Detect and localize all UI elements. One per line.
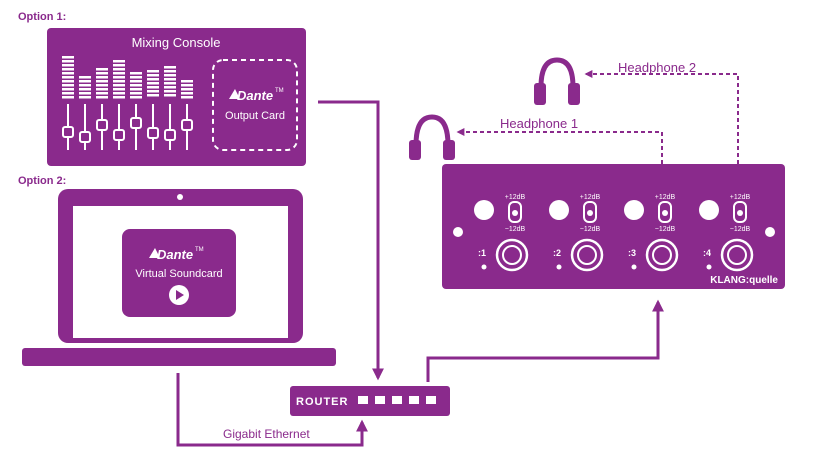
dante-logo-icon: Dante TM: [229, 88, 284, 103]
router-label: ROUTER: [296, 396, 348, 408]
gain-knob[interactable]: [699, 200, 719, 220]
gain-high-label: +12dB: [505, 194, 526, 201]
gain-knob[interactable]: [474, 200, 494, 220]
output-card-caption: Output Card: [225, 110, 285, 122]
switch-knob: [512, 210, 518, 216]
channel-label: :4: [703, 248, 711, 258]
gain-switch[interactable]: [733, 201, 747, 223]
led-icon: [631, 264, 637, 270]
led-icon: [481, 264, 487, 270]
option1-label: Option 1:: [18, 11, 66, 23]
gain-low-label: −12dB: [580, 226, 601, 233]
input-jack-icon[interactable]: [720, 238, 754, 272]
gain-knob[interactable]: [624, 200, 644, 220]
level-meters-icon: [62, 56, 193, 99]
mixing-console: Mixing Console Dante TM Output Card: [47, 28, 306, 166]
channel-label: :3: [628, 248, 636, 258]
channel-label: :2: [553, 248, 561, 258]
headphone-lines: [456, 70, 739, 164]
headphone1-label: Headphone 1: [500, 116, 578, 131]
headphone2-label: Headphone 2: [618, 60, 696, 75]
webcam-icon: [177, 194, 183, 200]
gain-switch[interactable]: [658, 201, 672, 223]
gain-low-label: −12dB: [730, 226, 751, 233]
audio-interface: +12dB−12dB:1+12dB−12dB:2+12dB−12dB:3+12d…: [442, 164, 785, 289]
gain-high-label: +12dB: [655, 194, 676, 201]
headphone2-line: [584, 70, 739, 164]
switch-knob: [587, 210, 593, 216]
mount-screw-right-icon: [765, 227, 775, 237]
input-jack-icon[interactable]: [570, 238, 604, 272]
headphone1-line: [456, 128, 663, 164]
faders-icon: [62, 104, 193, 150]
dante-virtual-soundcard: Dante TM Virtual Soundcard: [122, 229, 236, 317]
dante-brand-text: Dante: [157, 247, 193, 262]
router-ports-icon: [358, 396, 436, 404]
input-jack-icon[interactable]: [495, 238, 529, 272]
input-jack-icon[interactable]: [645, 238, 679, 272]
channel-1: +12dB −12dB :1: [474, 194, 529, 272]
switch-knob: [737, 210, 743, 216]
channel-3: +12dB −12dB :3: [624, 194, 679, 272]
gain-switch[interactable]: [583, 201, 597, 223]
console-cable: [318, 100, 384, 381]
virtual-soundcard-caption: Virtual Soundcard: [135, 268, 222, 280]
mount-screw-left-icon: [453, 227, 463, 237]
switch-knob: [662, 210, 668, 216]
play-icon: [169, 285, 189, 305]
gain-high-label: +12dB: [580, 194, 601, 201]
gain-low-label: −12dB: [655, 226, 676, 233]
gain-low-label: −12dB: [505, 226, 526, 233]
mixing-console-title: Mixing Console: [132, 35, 221, 50]
headphone2-icon: [534, 57, 580, 105]
dante-logo-icon: Dante TM: [149, 247, 204, 262]
connection-label: Gigabit Ethernet: [223, 427, 310, 441]
dante-output-card: Dante TM Output Card: [212, 59, 298, 151]
router: ROUTER: [290, 386, 450, 416]
interface-cable: [426, 299, 664, 382]
interface-brand: KLANG:quelle: [710, 275, 778, 286]
channel-2: +12dB −12dB :2: [549, 194, 604, 272]
gain-switch[interactable]: [508, 201, 522, 223]
led-icon: [706, 264, 712, 270]
laptop-base: [22, 348, 336, 366]
dante-trademark: TM: [275, 88, 284, 94]
option2-label: Option 2:: [18, 175, 66, 187]
channel-label: :1: [478, 248, 486, 258]
dante-trademark: TM: [195, 247, 204, 253]
dante-brand-text: Dante: [237, 88, 273, 103]
network-cables: [176, 100, 664, 447]
gain-knob[interactable]: [549, 200, 569, 220]
laptop-cable: [176, 373, 368, 447]
gain-high-label: +12dB: [730, 194, 751, 201]
headphone1-icon: [409, 114, 455, 160]
laptop: Dante TM Virtual Soundcard: [22, 189, 336, 366]
channel-4: +12dB −12dB :4: [699, 194, 754, 272]
led-icon: [556, 264, 562, 270]
